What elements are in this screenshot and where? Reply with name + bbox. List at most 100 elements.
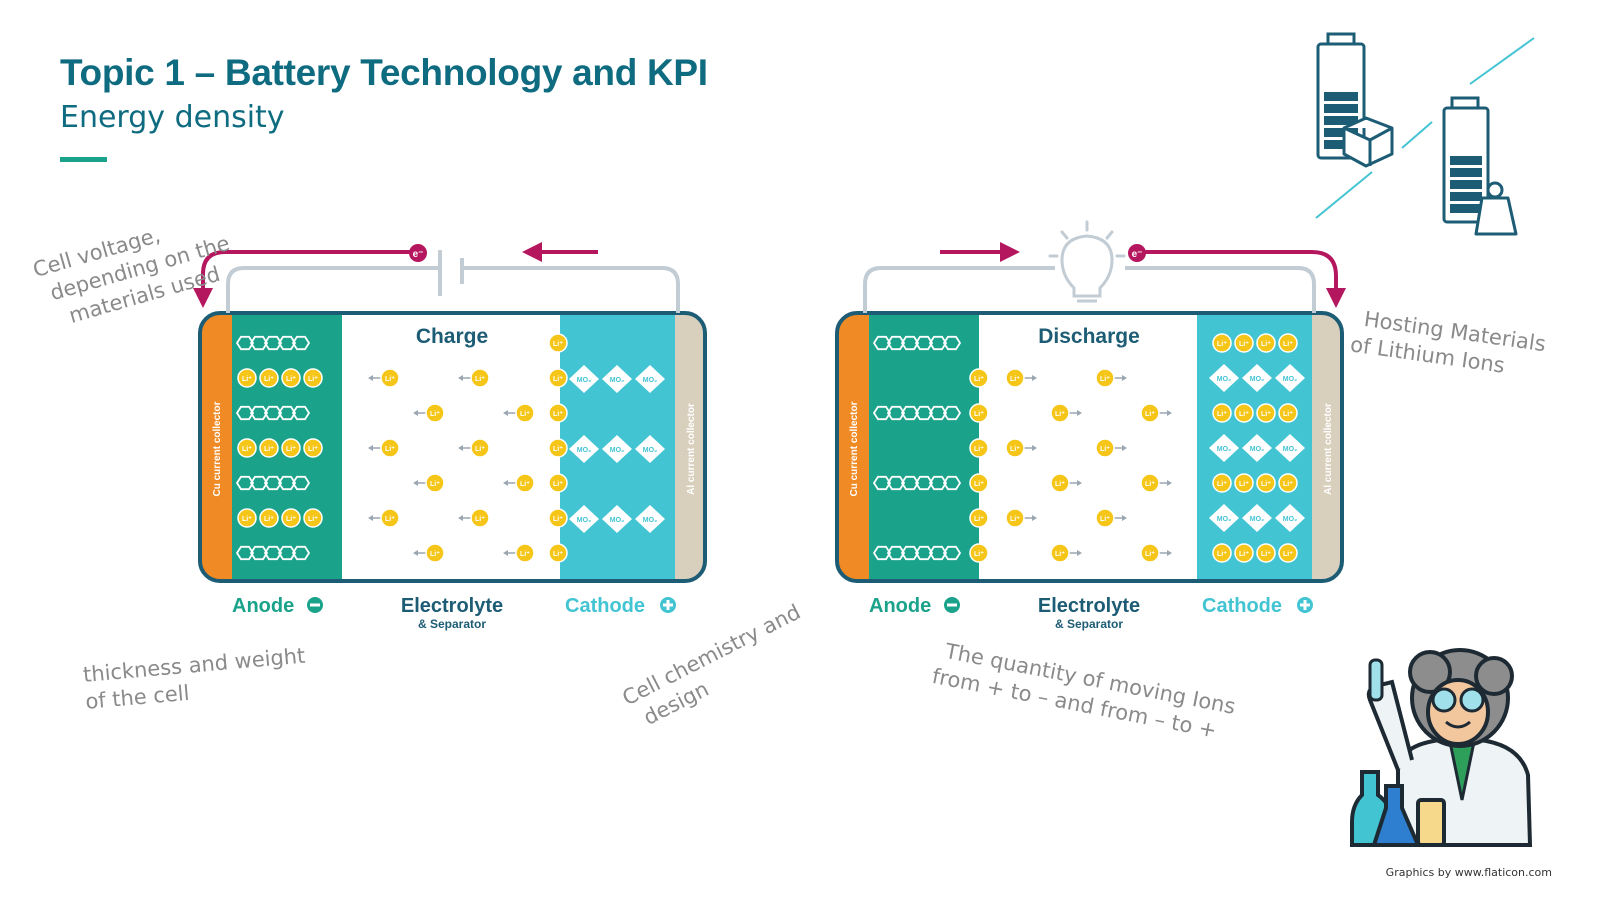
li-ion: Li⁺ [548,473,568,493]
mo2-crystal [602,365,632,393]
graphite-layer [235,475,311,491]
li-ion-label: Li⁺ [1283,411,1293,418]
li-ion: Li⁺ [969,508,989,528]
li-ion: Li⁺ [969,438,989,458]
li-ion-label: Li⁺ [1055,551,1065,558]
graphite-layer [235,545,311,561]
li-ion-moving: Li⁺ [1140,473,1172,493]
separator-label: & Separator [418,617,486,631]
li-ion: Li⁺ [548,333,568,353]
li-ion: Li⁺ [1005,368,1025,388]
ion-arrowhead [1167,550,1172,556]
li-ion-label: Li⁺ [475,446,485,453]
li-ion-label: Li⁺ [286,516,296,523]
li-ion: Li⁺ [281,438,301,458]
glasses-left [1431,687,1457,713]
li-ion: Li⁺ [1278,543,1298,563]
electron-flow-arrow [193,250,415,308]
bulb-ray [1060,230,1069,240]
li-ion-label: Li⁺ [553,376,563,383]
li-ion-label: Li⁺ [1217,481,1227,488]
battery-level-bar [1324,128,1358,137]
li-ion: Li⁺ [1095,508,1115,528]
mo2-crystal [1275,434,1305,462]
electron-flow-arrow [1140,250,1346,308]
battery-level-bar [1450,156,1482,165]
li-ion: Li⁺ [380,438,400,458]
li-ion: Li⁺ [1095,438,1115,458]
ion-arrowhead [1167,480,1172,486]
li-ion: Li⁺ [303,368,323,388]
mo2-crystal [602,435,632,463]
shirt [1448,741,1476,801]
li-ion-label: Li⁺ [1055,411,1065,418]
li-ion: Li⁺ [1212,473,1232,493]
plus-sign-v [666,600,670,610]
smile [1445,720,1471,729]
lightbulb-icon [1048,220,1126,303]
li-ion-label: Li⁺ [1145,411,1155,418]
graphite-layer [235,405,311,421]
li-ion: Li⁺ [969,473,989,493]
al-collector-label: Al current collector [1323,403,1334,495]
li-ion-label: Li⁺ [553,446,563,453]
li-ion-moving: Li⁺ [458,508,490,528]
li-ion: Li⁺ [969,403,989,423]
li-ion-label: Li⁺ [475,516,485,523]
li-ion: Li⁺ [1256,333,1276,353]
li-ion-label: Li⁺ [974,516,984,523]
li-ion-moving: Li⁺ [1050,543,1082,563]
li-ion: Li⁺ [470,438,490,458]
li-ion-label: Li⁺ [1283,481,1293,488]
mo2-label: MO₂ [1250,516,1264,523]
li-ion: Li⁺ [1278,473,1298,493]
electrolyte-label: Electrolyte [401,595,503,617]
li-ion-label: Li⁺ [1010,516,1020,523]
li-ion-moving: Li⁺ [503,543,535,563]
li-ion: Li⁺ [1140,403,1160,423]
li-ion-label: Li⁺ [1217,551,1227,558]
battery-level-bar [1324,140,1358,149]
li-ion-label: Li⁺ [1261,551,1271,558]
circuit-wire [462,266,680,313]
li-ion-label: Li⁺ [308,516,318,523]
li-ion: Li⁺ [470,368,490,388]
electron-circle [1128,244,1146,262]
li-ion: Li⁺ [1256,473,1276,493]
graphite-layer [872,405,962,421]
li-ion-label: Li⁺ [553,516,563,523]
li-ion: Li⁺ [1234,543,1254,563]
li-ion-label: Li⁺ [974,446,984,453]
cu-collector [200,313,232,581]
li-ion: Li⁺ [1140,543,1160,563]
li-ion-label: Li⁺ [520,551,530,558]
ion-arrowhead [1032,445,1037,451]
li-ion-label: Li⁺ [1055,481,1065,488]
li-ion: Li⁺ [548,543,568,563]
li-ion-label: Li⁺ [264,516,274,523]
li-ion-moving: Li⁺ [1095,508,1127,528]
mo2-label: MO₂ [1217,446,1231,453]
li-ion-label: Li⁺ [974,551,984,558]
page-subtitle: Energy density [60,100,285,135]
mo2-crystal [1242,504,1272,532]
cell-outline [198,311,707,583]
circuit-wire [226,266,440,313]
anode-region [869,313,979,581]
mo2-label: MO₂ [1250,376,1264,383]
li-ion: Li⁺ [1095,368,1115,388]
li-ion: Li⁺ [1234,333,1254,353]
li-ion-label: Li⁺ [1239,341,1249,348]
li-ion: Li⁺ [515,403,535,423]
weight-handle [1486,181,1504,199]
li-ion: Li⁺ [303,508,323,528]
li-ion-moving: Li⁺ [503,403,535,423]
li-ion: Li⁺ [281,508,301,528]
mo2-crystal [1209,364,1239,392]
li-ion-label: Li⁺ [475,376,485,383]
li-ion: Li⁺ [1050,473,1070,493]
battery-level-bar [1450,204,1482,213]
mo2-crystal [569,365,599,393]
graphics-credit: Graphics by www.flaticon.com [1385,866,1552,879]
